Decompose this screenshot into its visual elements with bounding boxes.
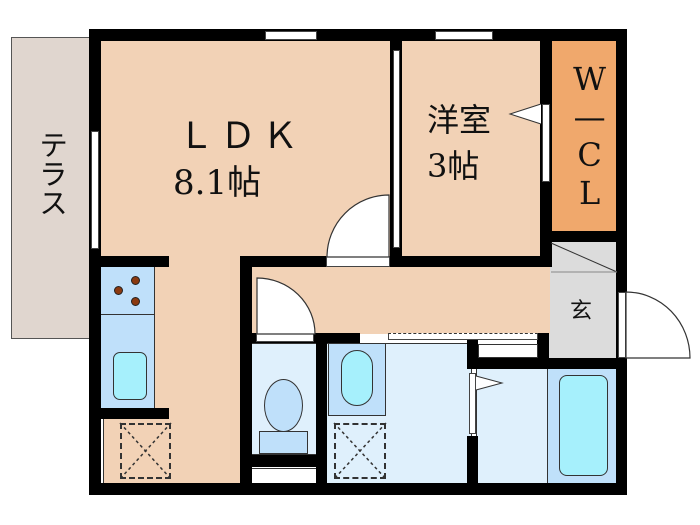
window-ldk-terrace (91, 131, 99, 249)
storage-left-line (101, 419, 104, 483)
kitchen-sink-icon (113, 352, 147, 400)
wall-kitchen-top (89, 256, 169, 267)
ldk-door-swing-icon (326, 194, 390, 258)
genkan-shoebox-line-icon (550, 242, 618, 273)
entrance (547, 240, 619, 360)
storage-box (120, 423, 171, 479)
washroom-door-frame (469, 373, 476, 434)
storage-cross-icon (119, 422, 172, 480)
wall-bath-top (467, 358, 627, 369)
bathtub-icon (559, 375, 608, 476)
window-ldk-top (265, 31, 317, 40)
wall-genkan-step (537, 333, 549, 363)
sliding-door-western (393, 50, 400, 248)
walk-in-closet (551, 40, 621, 235)
wcl-label: W—CL (570, 60, 609, 212)
entrance-label: 玄 (570, 299, 593, 324)
toilet-bowl-icon (264, 379, 303, 432)
wall-wcl-bottom (540, 231, 625, 242)
wall-washroom-right (467, 333, 478, 363)
toilet-tank-icon (259, 431, 308, 454)
kitchen-divider (100, 314, 155, 315)
terrace-label: テラス (34, 130, 69, 217)
ldk-door-opening (326, 256, 390, 267)
storage-shelf (478, 344, 538, 358)
wall-kitchen-bottom (89, 408, 169, 419)
western-room-size: 3帖 (427, 147, 480, 185)
ldk-label: ＬＤＫ (178, 116, 305, 157)
washbasin-icon (341, 350, 373, 406)
entrance-door-frame (618, 292, 626, 358)
wall-toilet-washroom (316, 333, 327, 493)
toilet-door-swing-icon (256, 277, 316, 335)
washroom-sliding-door (388, 333, 538, 340)
closet-door-marker-icon (508, 103, 542, 125)
stove-burner-icon (131, 297, 140, 306)
closet-opening (542, 104, 550, 182)
window-western-top (435, 31, 493, 40)
washing-machine-cross-icon (333, 422, 387, 480)
washing-machine-space (334, 423, 386, 479)
door-marker-icon (475, 375, 504, 391)
western-room-label: 洋室 (427, 101, 492, 139)
wall-hall-left (240, 256, 252, 488)
wall-hall-top (240, 256, 330, 267)
western-room (400, 40, 545, 260)
ldk-size: 8.1帖 (173, 163, 262, 203)
wall-western-bottom (390, 256, 552, 267)
wall-toilet-bottom (240, 455, 325, 467)
toilet-closet (251, 468, 317, 484)
wall-washroom-right-low (467, 436, 478, 491)
wall-bottom (89, 483, 627, 495)
storage (112, 420, 172, 482)
stove-burner-icon (131, 276, 140, 285)
entrance-door-swing-icon (625, 291, 691, 359)
wall-right (616, 29, 627, 495)
stove-burner-icon (114, 286, 123, 295)
terrace (11, 37, 91, 339)
